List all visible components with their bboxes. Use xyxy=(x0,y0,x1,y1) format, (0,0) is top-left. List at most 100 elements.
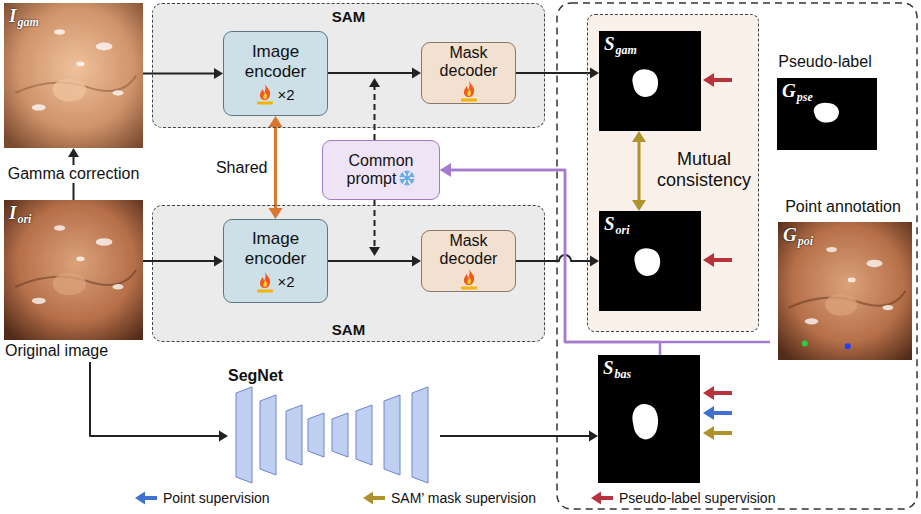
shape-rect xyxy=(461,98,477,101)
shape-polygon xyxy=(356,405,372,465)
icon-row: ×2 xyxy=(256,271,294,293)
process-box: Image encoder×2 xyxy=(223,31,328,116)
shape-ellipse xyxy=(32,298,46,304)
connector xyxy=(440,431,598,442)
image-label: Sgam xyxy=(604,33,637,61)
connector xyxy=(369,200,380,256)
connector-line xyxy=(440,435,590,437)
shape-ellipse xyxy=(54,225,65,230)
shape-rect xyxy=(257,289,273,292)
arrow-head xyxy=(369,78,380,87)
group-box: Mutual consistencySgamSori xyxy=(587,14,759,332)
shape-rect xyxy=(4,200,143,340)
point-arrow xyxy=(703,406,732,420)
shape-path xyxy=(632,69,658,97)
pseudo-label-arrow xyxy=(703,253,732,267)
arrow-head xyxy=(269,208,283,219)
trainable-icon xyxy=(256,83,274,105)
shape-polygon xyxy=(412,387,428,483)
shape-path xyxy=(634,248,660,276)
symbol-letter: S xyxy=(603,357,614,378)
image-tile: Sbas xyxy=(598,355,700,483)
symbol-subscript: ori xyxy=(17,212,31,226)
shape-path xyxy=(463,81,473,97)
shape-svg xyxy=(362,491,386,505)
shape-ellipse xyxy=(826,247,837,252)
arrow-head xyxy=(590,256,599,267)
arrow-shaft xyxy=(712,258,732,262)
shape-rect xyxy=(599,31,701,131)
arrow-head xyxy=(632,200,646,211)
shape-line xyxy=(371,496,385,500)
shape-svg xyxy=(134,491,158,505)
image-tile: GpoiPoint annotation xyxy=(770,195,916,360)
shape-svg xyxy=(228,386,440,486)
shape-polygon xyxy=(332,413,348,457)
arrow-head xyxy=(589,431,598,442)
symbol-letter: I xyxy=(9,202,16,223)
arrow-shaft xyxy=(712,431,732,435)
shape-g xyxy=(400,173,414,183)
model-group: SAMImage encoder×2Mask decoder xyxy=(152,205,545,342)
connector-line xyxy=(143,260,215,262)
arrow-head xyxy=(412,68,421,79)
shape-path xyxy=(264,92,268,99)
image-tile: Igam xyxy=(4,3,143,148)
group-text: Mutual consistency xyxy=(652,149,756,190)
shape-ellipse xyxy=(848,278,856,283)
arrow-head xyxy=(369,247,380,256)
arrow-head xyxy=(703,386,714,400)
connector-line xyxy=(374,86,376,140)
arrow-shaft xyxy=(712,411,732,415)
shape-path xyxy=(260,84,270,100)
shape-ellipse xyxy=(54,29,65,34)
legend-text: Pseudo-label supervision xyxy=(619,490,775,506)
arrow-head xyxy=(703,73,714,87)
arrow-head xyxy=(703,253,714,267)
arrow-head xyxy=(703,426,714,440)
shape-line xyxy=(407,172,409,174)
image-label: Igam xyxy=(9,5,39,33)
arrow-head xyxy=(632,131,646,142)
arrow-head xyxy=(214,68,223,79)
arrow-head xyxy=(440,163,451,177)
shape-svg xyxy=(590,491,614,505)
connector xyxy=(143,68,223,79)
arrow-head xyxy=(219,431,228,442)
shape-line xyxy=(143,496,157,500)
image-tile: Sgam xyxy=(599,31,701,131)
prompt-text-wrap: Common prompt xyxy=(333,152,429,189)
legend-arrow xyxy=(362,491,386,505)
sam-mask-arrow xyxy=(703,426,732,440)
legend-item: Point supervision xyxy=(134,489,270,506)
arrow-head xyxy=(68,148,79,157)
shape-polygon xyxy=(363,491,373,504)
box-text: Mask decoder xyxy=(429,44,509,79)
shape-svg xyxy=(460,268,478,290)
process-box: Image encoder×2 xyxy=(223,219,328,303)
arrow-shaft xyxy=(712,78,732,82)
image-tile: IoriOriginal image xyxy=(4,200,143,362)
box-text: Image encoder xyxy=(230,42,322,81)
shape-line xyxy=(410,180,413,183)
symbol-subscript: gam xyxy=(17,15,38,29)
group-fill xyxy=(152,205,545,342)
shape-ellipse xyxy=(53,78,86,101)
symbol-subscript: poi xyxy=(798,234,813,248)
shape-path xyxy=(467,89,471,96)
shape-ellipse xyxy=(805,318,818,324)
shape-path xyxy=(260,272,270,288)
shape-ellipse xyxy=(76,61,84,66)
symbol-letter: G xyxy=(782,80,796,101)
connector-line xyxy=(328,72,413,74)
group-fill xyxy=(152,3,545,128)
shape-path xyxy=(467,277,471,284)
image-tile: GpsePseudo-label xyxy=(765,50,885,152)
symbol-letter: G xyxy=(783,224,797,245)
symbol-subscript: gam xyxy=(616,43,637,57)
legend-text: Point supervision xyxy=(163,490,270,506)
connector-line xyxy=(274,126,277,209)
trainable-icon xyxy=(460,80,478,102)
shape-svg xyxy=(256,83,274,105)
legend-arrow xyxy=(590,491,614,505)
